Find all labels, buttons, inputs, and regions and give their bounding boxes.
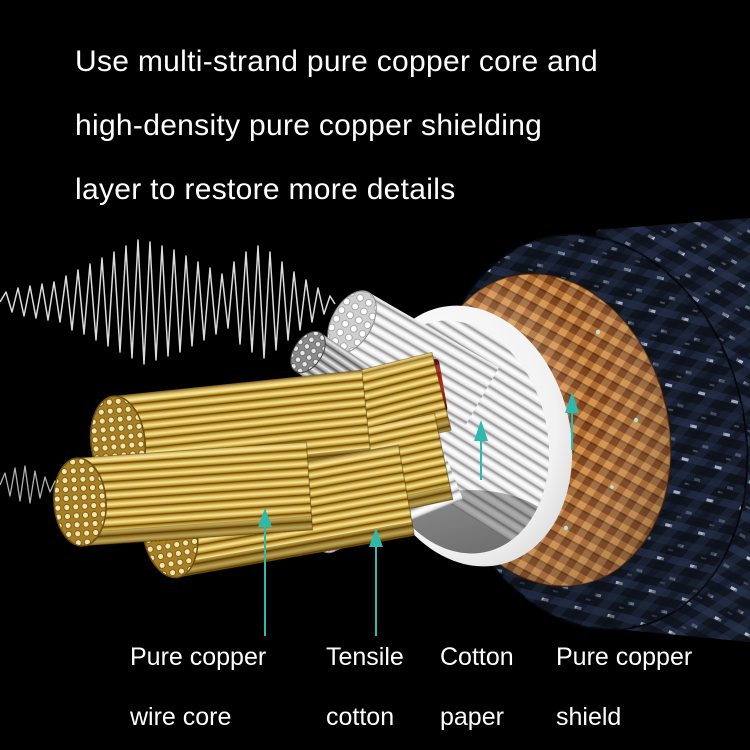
callout-label: Tensile: [326, 643, 404, 671]
headline-line-1: Use multi-strand pure copper core and: [75, 45, 599, 78]
callout-label: Cotton: [440, 643, 514, 671]
callout-label: wire core: [130, 703, 232, 731]
headline-line-3: layer to restore more details: [75, 173, 456, 206]
callout-tensile-cotton: Tensile cotton: [326, 640, 404, 734]
callout-label: Pure copper: [556, 643, 693, 671]
callout-pure-copper-wire-core: Pure copper wire core: [130, 640, 266, 734]
callout-arrow-copper-shield: [565, 392, 579, 450]
callout-label: paper: [440, 703, 504, 731]
callout-label: Pure copper: [130, 643, 267, 671]
callout-label: shield: [556, 703, 622, 731]
callout-pure-copper-shield: Pure copper shield: [556, 640, 692, 734]
callout-arrow-cotton-paper: [474, 420, 488, 480]
callout-cotton-paper: Cotton paper: [440, 640, 514, 734]
copper-wire-bundle-2: [53, 441, 314, 547]
callout-arrow-tensile-cotton: [369, 528, 383, 636]
callout-arrow-wire-core: [258, 508, 272, 636]
callout-label: cotton: [326, 703, 395, 731]
copper-glints: [563, 329, 639, 531]
headline: Use multi-strand pure copper core and hi…: [75, 30, 598, 222]
headline-line-2: high-density pure copper shielding: [75, 109, 543, 142]
